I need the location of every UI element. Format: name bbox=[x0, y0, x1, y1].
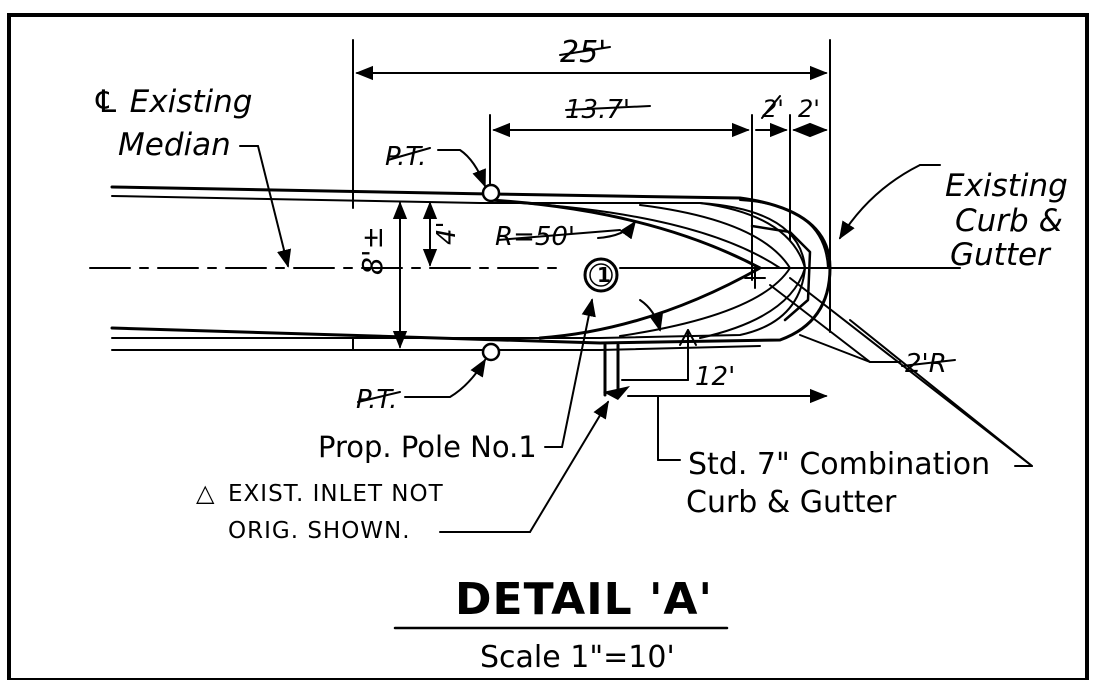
detail-title: DETAIL 'A' bbox=[455, 574, 713, 625]
std-curb-line1: Std. 7" Combination bbox=[688, 447, 990, 482]
title-block: DETAIL 'A' Scale 1"=10' bbox=[393, 574, 729, 675]
offset-left-label: 2' bbox=[762, 95, 784, 123]
sheet-border bbox=[7, 13, 1089, 680]
half-width-label: 4' bbox=[432, 221, 462, 245]
existing-curb-line1: Existing bbox=[945, 168, 1068, 204]
pt-top: P.T. bbox=[385, 142, 501, 203]
full-width-label: 8'± bbox=[356, 226, 389, 275]
pt-bottom: P.T. bbox=[356, 342, 501, 415]
detail-scale: Scale 1"=10' bbox=[480, 640, 675, 675]
existing-curb-label: Existing Curb & Gutter bbox=[839, 164, 1068, 273]
pole-no-1: 1 bbox=[583, 257, 619, 293]
std-curb-line2: Curb & Gutter bbox=[686, 485, 897, 520]
radius-2r: 2'R bbox=[769, 284, 956, 379]
span-dimension: 13.7' bbox=[489, 95, 753, 281]
existing-curb-line3: Gutter bbox=[950, 237, 1052, 273]
pt-top-label: P.T. bbox=[385, 142, 426, 172]
existing-median-label: ℄ Existing Median bbox=[92, 84, 292, 268]
existing-curb-line2: Curb & bbox=[955, 203, 1063, 239]
overall-dimension: 25' bbox=[352, 35, 831, 333]
offset-right-label: 2' bbox=[798, 95, 820, 123]
gutter-detail: 12' bbox=[603, 329, 828, 461]
pole-number: 1 bbox=[597, 263, 611, 287]
offset-dimensions: 2' 2' bbox=[755, 95, 828, 241]
median-nose-curves bbox=[488, 198, 829, 340]
overall-width-label: 25' bbox=[560, 35, 606, 70]
prop-pole-label: Prop. Pole No.1 bbox=[318, 298, 596, 464]
gutter-length-label: 12' bbox=[695, 362, 735, 392]
prop-pole-text: Prop. Pole No.1 bbox=[318, 430, 537, 464]
existing-median-line1: ℄ Existing bbox=[92, 84, 252, 120]
std-curb-label: Std. 7" Combination Curb & Gutter bbox=[657, 277, 1033, 520]
existing-median-line2: Median bbox=[118, 127, 231, 163]
revision-mark: △ bbox=[196, 479, 215, 507]
inlet-note: △ EXIST. INLET NOT ORIG. SHOWN. bbox=[196, 400, 609, 544]
inlet-note-line1: EXIST. INLET NOT bbox=[228, 481, 444, 507]
width-dimensions: 8'± 4' bbox=[356, 201, 462, 349]
radius-r50: R=50' bbox=[495, 220, 664, 332]
nose-center-mark bbox=[744, 267, 766, 289]
inlet-note-line2: ORIG. SHOWN. bbox=[228, 518, 411, 544]
